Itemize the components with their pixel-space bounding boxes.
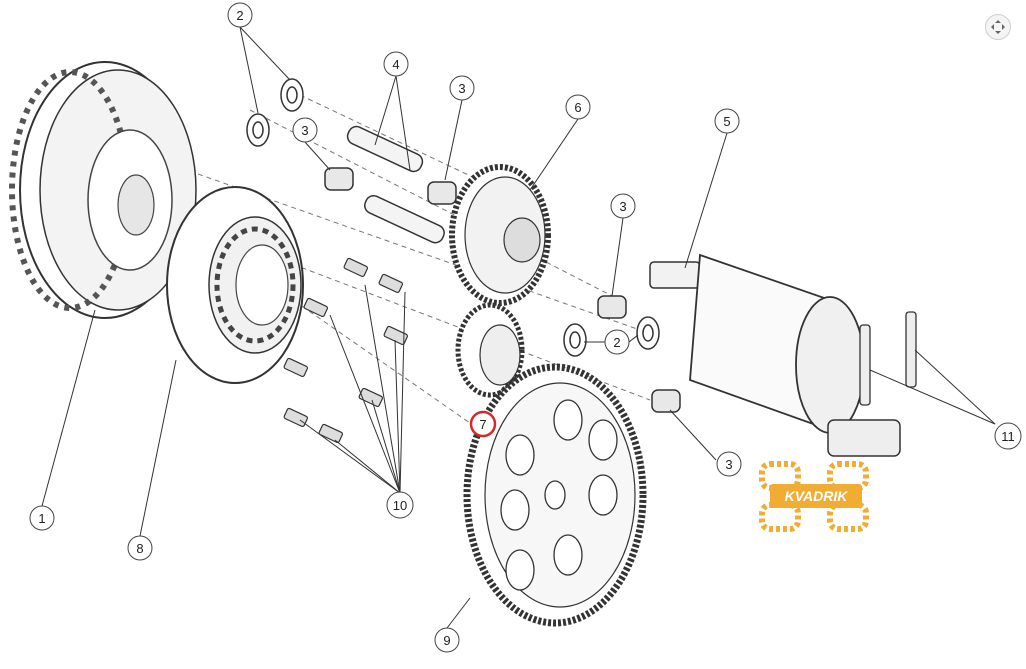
- callout-7-label: 7: [479, 417, 486, 432]
- callout-5-label: 5: [723, 114, 730, 129]
- callout-10-label: 10: [393, 498, 407, 513]
- callout-6-label: 6: [574, 100, 581, 115]
- callout-4-label: 4: [392, 57, 399, 72]
- part-reduction-gear: [449, 164, 551, 306]
- callout-3-bottom: 3: [716, 451, 742, 477]
- callout-8-label: 8: [136, 541, 143, 556]
- callout-2-right: 2: [604, 329, 630, 355]
- callout-3-left: 3: [292, 117, 318, 143]
- callout-7-highlighted: 7: [469, 410, 497, 438]
- callout-11: 11: [994, 422, 1022, 450]
- callouts: 1 2 2 3 3 3 3 4 5 6 7 8 9 10 11: [29, 2, 1022, 653]
- callout-1: 1: [29, 505, 55, 531]
- callout-3-label: 3: [301, 123, 308, 138]
- callout-9-label: 9: [443, 633, 450, 648]
- callout-3-label: 3: [619, 199, 626, 214]
- part-idler-gear: [455, 302, 525, 398]
- part-washers: [246, 78, 660, 357]
- callout-3-mid: 3: [449, 75, 475, 101]
- callout-3-right: 3: [610, 193, 636, 219]
- callout-11-label: 11: [1001, 429, 1015, 444]
- callout-6: 6: [565, 94, 591, 120]
- part-shafts: [346, 125, 445, 244]
- callout-5: 5: [714, 108, 740, 134]
- kvadrik-watermark-logo: KVADRIK: [759, 461, 869, 532]
- part-flywheel: [9, 61, 197, 319]
- part-large-gear: [463, 363, 647, 627]
- callout-8: 8: [127, 535, 153, 561]
- leader-lines: [41, 26, 996, 629]
- callout-3-label: 3: [725, 457, 732, 472]
- callout-2-top: 2: [227, 2, 253, 28]
- part-needle-bearings: [324, 167, 681, 413]
- part-bolts: [283, 257, 409, 444]
- watermark-text: KVADRIK: [785, 488, 849, 504]
- zoom-expand-icon[interactable]: [985, 14, 1011, 40]
- part-starter-motor: [649, 253, 901, 457]
- callout-2-label: 2: [613, 335, 620, 350]
- callout-9: 9: [434, 627, 460, 653]
- part-starter-clutch: [166, 186, 304, 384]
- callout-2-label: 2: [236, 8, 243, 23]
- callout-4: 4: [383, 51, 409, 77]
- part-motor-bolts: [859, 311, 917, 406]
- callout-3-label: 3: [458, 81, 465, 96]
- callout-1-label: 1: [38, 511, 45, 526]
- callout-10: 10: [386, 491, 414, 519]
